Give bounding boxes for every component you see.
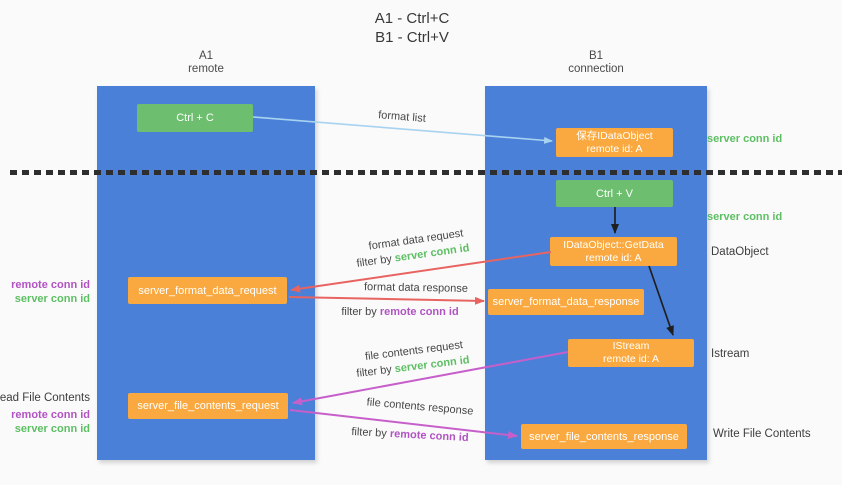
- diagram-title: A1 - Ctrl+C B1 - Ctrl+V: [337, 9, 487, 47]
- label-remote-conn-id-format: remote conn id: [11, 279, 90, 291]
- remote-conn-id-text: remote conn id: [379, 306, 459, 318]
- label-format-data-response: format data response: [363, 281, 469, 295]
- column-b1-subtitle: connection: [568, 63, 624, 75]
- node-istream-line1: IStream: [612, 340, 650, 352]
- node-file-request-label: server_file_contents_request: [137, 400, 279, 412]
- label-group-file-request-ids: Read File Contents remote conn id server…: [0, 391, 90, 436]
- column-a1-id: A1: [198, 50, 214, 62]
- label-format-list: format list: [377, 109, 427, 125]
- node-ctrl-c-label: Ctrl + C: [176, 112, 214, 124]
- node-format-response-label: server_format_data_response: [492, 296, 640, 308]
- node-save-idataobject-line2: remote id: A: [586, 142, 643, 155]
- node-ctrl-v: Ctrl + V: [556, 180, 673, 207]
- filter-by-text: filter by: [355, 363, 393, 380]
- column-a1-subtitle: remote: [188, 63, 224, 75]
- title-line-1: A1 - Ctrl+C: [374, 10, 450, 27]
- column-header-a1: A1 remote: [97, 50, 315, 76]
- arrow-format-data-response: [288, 296, 485, 305]
- label-file-contents-response: file contents response: [366, 396, 474, 418]
- label-dataobject: DataObject: [711, 246, 769, 258]
- label-remote-conn-id-file: remote conn id: [11, 409, 90, 421]
- filter-by-text: filter by: [351, 425, 388, 440]
- node-istream-line2: remote id: A: [602, 353, 660, 365]
- node-file-response-label: server_file_contents_response: [529, 430, 679, 443]
- node-server-file-contents-response: server_file_contents_response: [521, 424, 687, 449]
- node-ctrl-v-label: Ctrl + V: [596, 187, 633, 200]
- label-server-conn-id-ctrlv: server conn id: [707, 211, 783, 223]
- column-header-b1: B1 connection: [485, 50, 707, 76]
- label-server-conn-id-top: server conn id: [707, 133, 783, 145]
- label-istream: Istream: [711, 348, 750, 360]
- node-getdata-line1: IDataObject::GetData: [563, 238, 664, 251]
- label-group-format-request-ids: remote conn id server conn id: [11, 278, 90, 306]
- node-server-format-data-request: server_format_data_request: [128, 277, 287, 304]
- filter-by-text: filter by: [341, 306, 377, 318]
- label-server-conn-id-file: server conn id: [14, 423, 90, 435]
- node-save-idataobject-line1: 保存IDataObject: [576, 129, 653, 142]
- label-read-file-contents: Read File Contents: [0, 392, 90, 404]
- node-server-file-contents-request: server_file_contents_request: [128, 393, 288, 419]
- node-istream: IStream remote id: A: [568, 339, 694, 367]
- node-getdata-line2: remote id: A: [585, 251, 642, 264]
- node-format-request-label: server_format_data_request: [138, 284, 277, 297]
- filter-by-text: filter by: [355, 253, 393, 270]
- label-filter-by-remote-conn-id-1: filter by remote conn id: [341, 306, 458, 318]
- label-server-conn-id-format: server conn id: [14, 293, 90, 305]
- title-line-2: B1 - Ctrl+V: [375, 29, 449, 46]
- node-save-idataobject: 保存IDataObject remote id: A: [556, 128, 673, 157]
- node-ctrl-c: Ctrl + C: [137, 104, 253, 132]
- label-filter-by-remote-conn-id-2: filter by remote conn id: [351, 426, 469, 444]
- column-b1-id: B1: [588, 50, 604, 62]
- node-idataobject-getdata: IDataObject::GetData remote id: A: [550, 237, 677, 266]
- label-write-file-contents: Write File Contents: [713, 428, 811, 440]
- node-server-format-data-response: server_format_data_response: [488, 289, 644, 315]
- remote-conn-id-text: remote conn id: [389, 427, 469, 445]
- dashed-divider: [10, 170, 842, 175]
